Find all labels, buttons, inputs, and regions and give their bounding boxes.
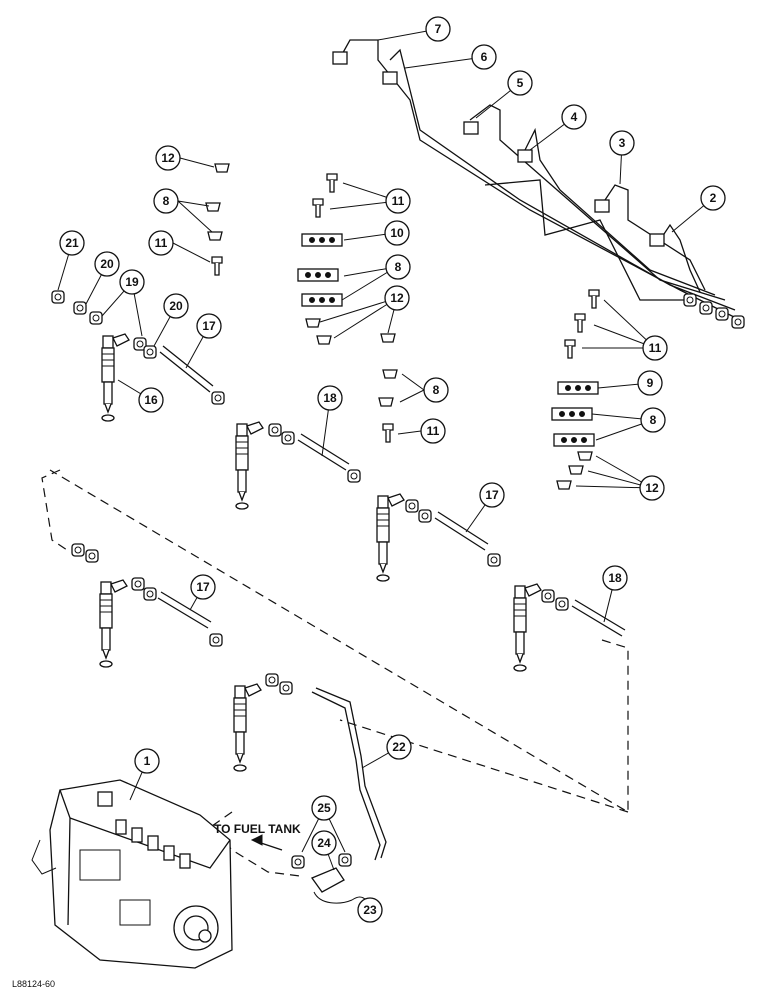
callout-23: 23 [357,897,383,923]
clamp-hardware-group-right [551,289,600,490]
svg-text:8: 8 [163,194,170,208]
svg-text:22: 22 [392,740,406,754]
svg-text:4: 4 [571,110,578,124]
callout-17-middle: 17 [479,482,505,508]
figure-reference: L88124-60 [12,979,55,989]
svg-text:19: 19 [125,275,139,289]
callout-17-top: 17 [196,313,222,339]
injection-pump [31,779,233,969]
svg-text:20: 20 [169,299,183,313]
callout-20-left: 20 [94,251,120,277]
svg-text:11: 11 [155,236,168,250]
injector-assemblies [51,290,626,861]
callout-19: 19 [119,269,145,295]
svg-text:12: 12 [645,481,659,495]
callout-1: 1 [134,748,160,774]
svg-text:2: 2 [710,191,717,205]
svg-text:8: 8 [650,413,657,427]
svg-text:7: 7 [435,22,442,36]
fuel-line-harness [332,39,745,329]
callout-24: 24 [311,830,337,856]
callout-4: 4 [561,104,587,130]
clip-hardware-group-left [205,163,230,276]
callout-5: 5 [507,70,533,96]
svg-text:10: 10 [390,226,404,240]
return-dashed-line-lower [211,811,301,877]
svg-text:24: 24 [317,836,331,850]
callout-9: 9 [637,370,663,396]
callout-12-center: 12 [384,285,410,311]
callout-21: 21 [59,230,85,256]
callout-12-left: 12 [155,145,181,171]
callout-10: 10 [384,220,410,246]
svg-text:17: 17 [485,488,499,502]
callout-17-lower: 17 [190,574,216,600]
callout-20-right: 20 [163,293,189,319]
callout-25: 25 [311,795,337,821]
svg-text:18: 18 [323,391,337,405]
svg-text:11: 11 [427,424,440,438]
callout-2: 2 [700,185,726,211]
callout-11-lower: 11 [420,418,446,444]
svg-text:5: 5 [517,76,524,90]
svg-text:1: 1 [144,754,151,768]
svg-text:17: 17 [196,580,210,594]
svg-text:20: 20 [100,257,114,271]
svg-text:16: 16 [144,393,158,407]
svg-text:25: 25 [317,801,331,815]
callout-12-right: 12 [639,475,665,501]
return-dashed-line-upper [41,469,629,814]
svg-text:6: 6 [481,50,488,64]
callout-3: 3 [609,130,635,156]
callout-22: 22 [386,734,412,760]
callout-8-left: 8 [153,188,179,214]
callout-7: 7 [425,16,451,42]
svg-text:9: 9 [647,376,654,390]
svg-text:23: 23 [363,903,377,917]
callout-11-left: 11 [148,230,174,256]
callout-18-top: 18 [317,385,343,411]
svg-text:12: 12 [390,291,404,305]
svg-text:11: 11 [392,194,405,208]
callouts: 1 2 3 4 5 6 7 8 8 8 8 9 10 11 11 11 11 1… [57,16,726,923]
callout-6: 6 [471,44,497,70]
callout-8-center: 8 [385,254,411,280]
callout-18-right: 18 [602,565,628,591]
svg-text:12: 12 [161,151,175,165]
callout-8-right: 8 [640,407,666,433]
callout-8-lower: 8 [423,377,449,403]
to-fuel-tank-label: TO FUEL TANK [214,822,301,836]
return-fittings [250,834,352,893]
svg-text:21: 21 [65,236,79,250]
svg-text:3: 3 [619,136,626,150]
svg-text:8: 8 [433,383,440,397]
svg-text:18: 18 [608,571,622,585]
svg-text:8: 8 [395,260,402,274]
svg-text:11: 11 [649,341,662,355]
bracket-23 [313,891,367,904]
callout-11-center: 11 [385,188,411,214]
svg-text:17: 17 [202,319,216,333]
callout-16: 16 [138,387,164,413]
callout-11-right: 11 [642,335,668,361]
